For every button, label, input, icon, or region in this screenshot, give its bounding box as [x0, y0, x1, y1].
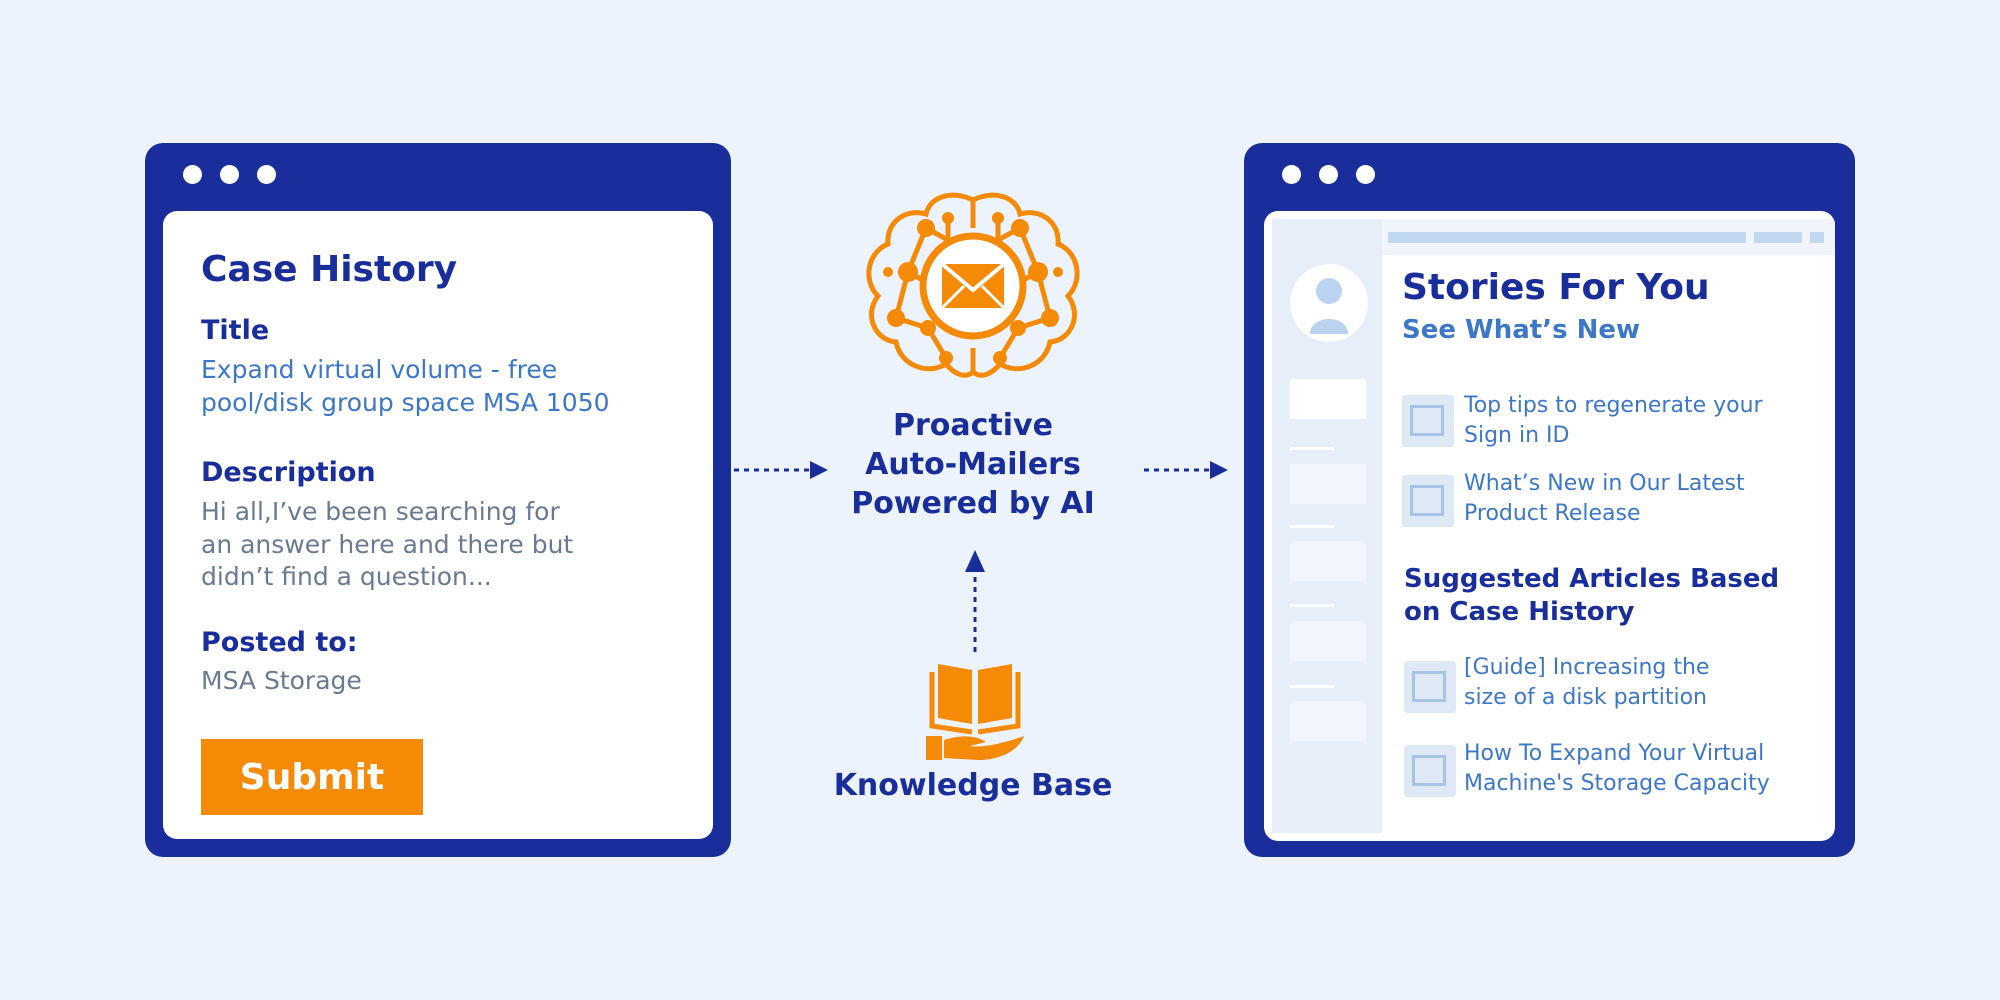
- see-whats-new-link[interactable]: See What’s New: [1402, 315, 1641, 345]
- arrow-from-knowledge-base: [965, 550, 985, 652]
- image-placeholder-icon: [1402, 395, 1454, 447]
- window-dots: [183, 165, 276, 184]
- sidebar-divider: [1290, 604, 1334, 607]
- image-placeholder-icon: [1404, 661, 1456, 713]
- window-dot: [1319, 165, 1338, 184]
- description-line2: an answer here and there but: [201, 530, 574, 559]
- ai-caption: Proactive Auto-Mailers Powered by AI: [823, 406, 1123, 523]
- brain-envelope-icon: [866, 192, 1080, 378]
- image-placeholder-icon: [1404, 745, 1456, 797]
- description-label: Description: [201, 457, 376, 488]
- suggested-heading-line1: Suggested Articles Based: [1404, 564, 1780, 594]
- window-dot: [1356, 165, 1375, 184]
- title-value-line1: Expand virtual volume - free: [201, 355, 558, 384]
- sidebar-divider: [1290, 685, 1334, 688]
- case-history-heading: Case History: [201, 249, 458, 290]
- story-item-line2: Product Release: [1464, 501, 1641, 526]
- article-line2: size of a disk partition: [1464, 685, 1707, 710]
- sidebar-item[interactable]: [1290, 621, 1366, 661]
- article-line2: Machine's Storage Capacity: [1464, 771, 1770, 796]
- article-line1: [Guide] Increasing the: [1464, 655, 1710, 680]
- suggested-heading-line2: on Case History: [1404, 597, 1635, 627]
- image-placeholder-icon: [1402, 475, 1454, 527]
- description-line3: didn’t find a question...: [201, 562, 492, 591]
- posted-to-label: Posted to:: [201, 627, 358, 658]
- title-label: Title: [201, 315, 270, 346]
- window-dots: [1282, 165, 1375, 184]
- sidebar-item[interactable]: [1290, 541, 1366, 581]
- arrow-to-stories: [1144, 461, 1228, 479]
- avatar-icon: [1290, 264, 1368, 342]
- stories-panel: Stories For You See What’s New Top tips …: [1264, 211, 1835, 841]
- top-bar-line: [1754, 232, 1802, 243]
- sidebar-item[interactable]: [1290, 464, 1366, 504]
- stories-heading: Stories For You: [1402, 267, 1710, 308]
- suggested-article-link[interactable]: [Guide] Increasing the size of a disk pa…: [1464, 653, 1709, 713]
- ai-caption-line2: Auto-Mailers: [865, 447, 1081, 482]
- stories-window: Stories For You See What’s New Top tips …: [1244, 143, 1855, 857]
- arrow-to-ai: [734, 461, 828, 479]
- story-item-link[interactable]: Top tips to regenerate your Sign in ID: [1464, 391, 1763, 451]
- window-dot: [220, 165, 239, 184]
- suggested-article-link[interactable]: How To Expand Your Virtual Machine's Sto…: [1464, 739, 1770, 799]
- window-dot: [257, 165, 276, 184]
- ai-caption-line3: Powered by AI: [851, 486, 1095, 521]
- submit-button[interactable]: Submit: [201, 739, 423, 815]
- suggested-articles-heading: Suggested Articles Based on Case History: [1404, 563, 1779, 629]
- case-history-panel: Case History Title Expand virtual volume…: [163, 211, 713, 839]
- case-history-window: Case History Title Expand virtual volume…: [145, 143, 731, 857]
- sidebar: [1272, 219, 1382, 833]
- story-item-line1: What’s New in Our Latest: [1464, 471, 1745, 496]
- description-line1: Hi all,I’ve been searching for: [201, 497, 560, 526]
- top-bar-line: [1388, 232, 1746, 243]
- window-dot: [1282, 165, 1301, 184]
- article-line1: How To Expand Your Virtual: [1464, 741, 1765, 766]
- sidebar-item[interactable]: [1290, 701, 1366, 741]
- book-hand-icon: [926, 664, 1024, 760]
- story-item-line2: Sign in ID: [1464, 423, 1570, 448]
- window-dot: [183, 165, 202, 184]
- story-item-line1: Top tips to regenerate your: [1464, 393, 1763, 418]
- top-bar-line: [1810, 232, 1824, 243]
- sidebar-divider: [1290, 525, 1334, 528]
- posted-to-value: MSA Storage: [201, 666, 362, 695]
- knowledge-base-label: Knowledge Base: [833, 768, 1113, 803]
- sidebar-item[interactable]: [1290, 379, 1366, 419]
- title-value-line2: pool/disk group space MSA 1050: [201, 388, 610, 417]
- story-item-link[interactable]: What’s New in Our Latest Product Release: [1464, 469, 1745, 529]
- ai-caption-line1: Proactive: [893, 408, 1053, 443]
- sidebar-divider: [1290, 447, 1334, 450]
